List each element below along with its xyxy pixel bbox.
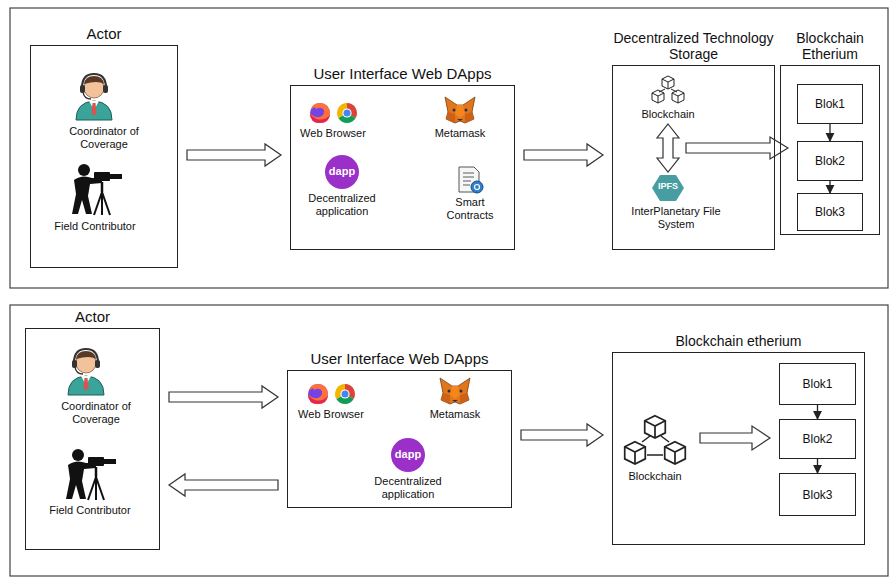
coordinator-icon xyxy=(68,349,104,395)
block-arrow xyxy=(524,144,603,166)
blockchain-icon xyxy=(625,416,686,464)
chain-arrow xyxy=(817,405,818,419)
block-label: Blok2 xyxy=(802,432,832,446)
group-box: Blockchain etheriumBlok1Blok2Blok3 xyxy=(612,352,865,545)
dapp-icon xyxy=(391,438,425,472)
double-arrow xyxy=(657,124,679,172)
group-box: User Interface Web DApps xyxy=(290,85,515,250)
icon-caption: IPFS xyxy=(653,181,683,192)
icon-caption: Web Browser xyxy=(283,127,383,140)
block-label: Blok3 xyxy=(802,488,832,502)
chain-arrow xyxy=(817,459,818,473)
icon-caption: Coordinator of Coverage xyxy=(49,125,159,151)
icon-caption: Field Contributor xyxy=(35,220,155,233)
group-box: Actor xyxy=(25,328,160,550)
block-label: Blok2 xyxy=(815,154,845,168)
metamask-icon xyxy=(445,97,475,123)
dapp-icon xyxy=(325,155,359,189)
ipfs-icon xyxy=(652,175,684,201)
chain-arrow xyxy=(829,181,830,193)
group-heading: Decentralized Technology Storage xyxy=(605,30,783,62)
group-box: Actor xyxy=(30,45,178,268)
chrome-icon xyxy=(335,384,355,404)
icon-caption: Field Contributor xyxy=(30,504,150,517)
block-arrow xyxy=(169,474,278,496)
group-heading: Actor xyxy=(0,25,217,42)
block-arrow xyxy=(187,144,281,166)
icon-caption: Metamask xyxy=(420,127,500,140)
blockchain-icon xyxy=(652,76,684,103)
icon-caption: Blockchain xyxy=(610,470,700,483)
block-label: Blok1 xyxy=(802,377,832,391)
icon-caption: Coordinator of Coverage xyxy=(41,400,151,426)
panel-frame xyxy=(10,8,888,288)
block-box: Blok2 xyxy=(779,419,856,459)
firefox-icon xyxy=(310,103,330,123)
group-box: Blockchain EtheriumBlok1Blok2Blok3 xyxy=(780,65,880,235)
icon-caption: Web Browser xyxy=(281,408,381,421)
icon-caption: Metamask xyxy=(415,408,495,421)
coordinator-icon xyxy=(76,74,112,120)
icon-caption: InterPlanetary File System xyxy=(616,205,736,231)
icon-caption: Blockchain xyxy=(623,108,713,121)
block-box: Blok1 xyxy=(779,363,856,405)
block-arrow xyxy=(169,386,278,408)
metamask-icon xyxy=(440,378,470,404)
block-arrow xyxy=(521,424,603,446)
icon-caption: dapp xyxy=(325,165,359,178)
block-label: Blok3 xyxy=(815,205,845,219)
block-box: Blok1 xyxy=(797,84,863,124)
blockchain-arrow xyxy=(700,426,770,450)
photographer-icon xyxy=(72,164,122,215)
icon-caption: Smart Contracts xyxy=(435,196,505,222)
block-box: Blok3 xyxy=(779,473,856,516)
firefox-icon xyxy=(308,384,328,404)
icon-caption: dapp xyxy=(391,448,425,461)
block-box: Blok2 xyxy=(797,141,863,181)
group-heading: Actor xyxy=(0,308,199,325)
group-heading: User Interface Web DApps xyxy=(251,65,554,82)
group-heading: User Interface Web DApps xyxy=(248,350,551,367)
group-heading: Blockchain etherium xyxy=(573,333,890,349)
contract-icon xyxy=(459,167,483,193)
group-box: User Interface Web DApps xyxy=(287,370,512,508)
chrome-icon xyxy=(337,103,357,123)
storage-arrow xyxy=(686,137,788,159)
block-label: Blok1 xyxy=(815,97,845,111)
group-heading: Blockchain Etherium xyxy=(778,30,882,62)
icon-caption: Decentralized application xyxy=(287,192,397,218)
block-box: Blok3 xyxy=(797,193,863,231)
icon-caption: Decentralized application xyxy=(353,475,463,501)
photographer-icon xyxy=(66,449,116,500)
chain-arrow xyxy=(829,124,830,141)
